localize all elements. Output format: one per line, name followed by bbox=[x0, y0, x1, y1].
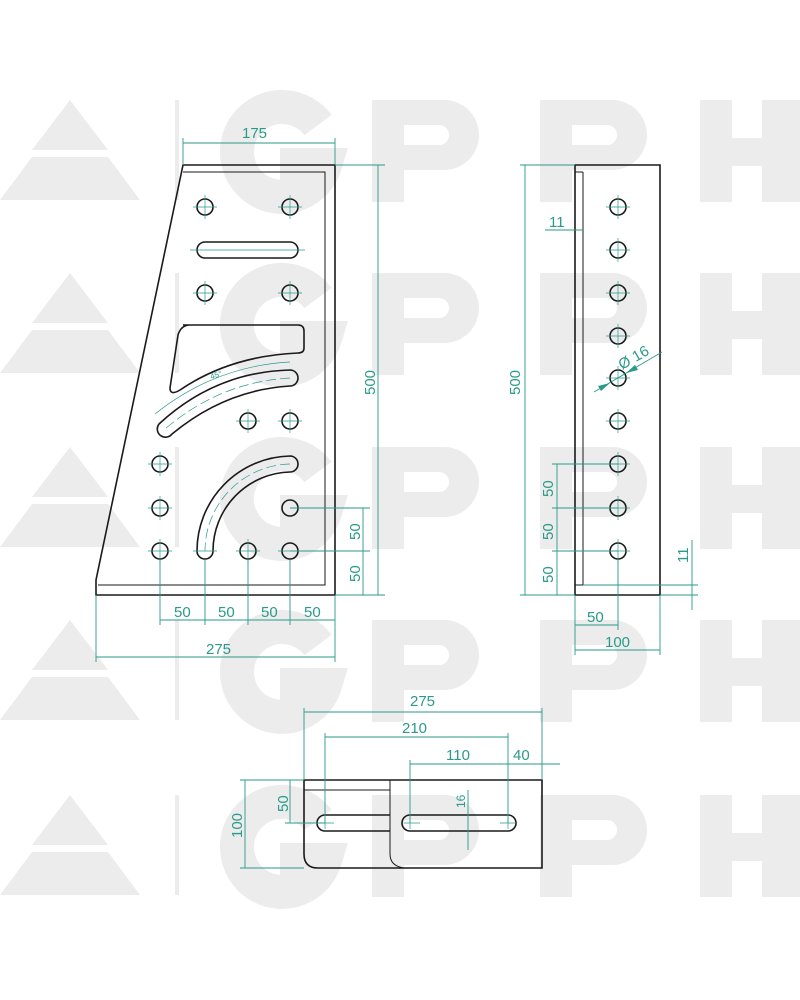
dim-side-v1: 50 bbox=[540, 480, 557, 497]
dim-front-bottom-width: 275 bbox=[206, 641, 231, 658]
dim-side-height: 500 bbox=[507, 370, 524, 395]
dim-front-s4: 50 bbox=[304, 604, 321, 621]
dim-bottom-slot-offset: 50 bbox=[275, 795, 292, 812]
dim-bottom-slot-width: 16 bbox=[454, 794, 468, 808]
dim-front-v1: 50 bbox=[347, 523, 364, 540]
dim-front-s1: 50 bbox=[174, 604, 191, 621]
dim-side-hole-offset: 50 bbox=[587, 609, 604, 626]
dim-front-height: 500 bbox=[362, 370, 379, 395]
angle-label: 45° bbox=[209, 369, 223, 381]
dim-front-v2: 50 bbox=[347, 565, 364, 582]
dim-bottom-slot-span: 210 bbox=[402, 720, 427, 737]
dim-side-v2: 50 bbox=[540, 523, 557, 540]
dim-front-s3: 50 bbox=[261, 604, 278, 621]
dim-bottom-slot-length: 110 bbox=[446, 747, 470, 764]
dim-bottom-length: 275 bbox=[410, 693, 435, 710]
dim-side-base: 11 bbox=[675, 547, 692, 563]
dim-bottom-depth: 100 bbox=[229, 813, 246, 838]
bottom-view: 275 210 110 40 100 50 16 bbox=[229, 693, 560, 869]
dim-side-wall: 11 bbox=[549, 214, 565, 231]
dim-front-top-width: 175 bbox=[242, 125, 267, 142]
dim-front-s2: 50 bbox=[218, 604, 235, 621]
dim-side-width: 100 bbox=[605, 634, 630, 651]
dim-side-v3: 50 bbox=[540, 566, 557, 583]
front-view: 45° 175 500 50 50 50 50 50 50 275 bbox=[95, 125, 385, 662]
side-view: 500 11 Ø 16 50 50 50 11 50 100 bbox=[507, 164, 698, 655]
watermark-logo bbox=[0, 89, 800, 897]
dim-bottom-end-offset: 40 bbox=[513, 747, 530, 764]
